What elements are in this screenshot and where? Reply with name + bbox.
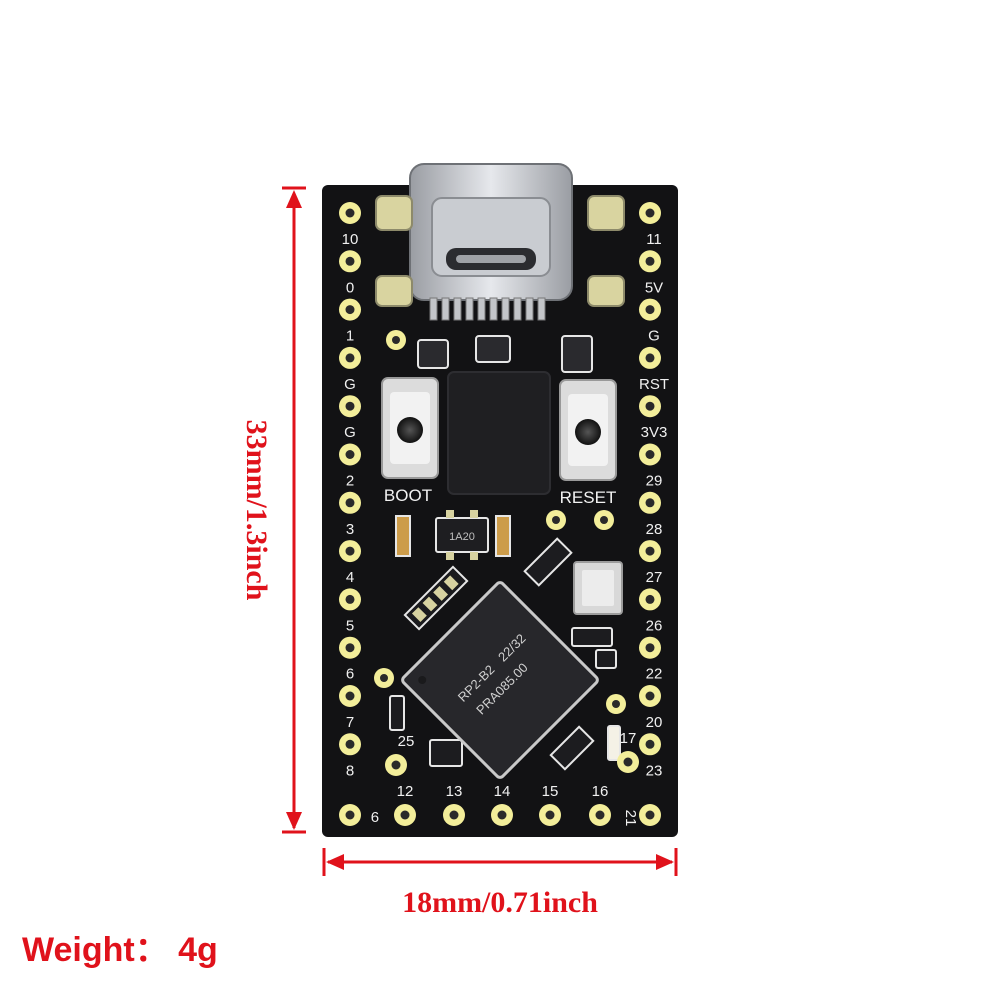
- usb-c-connector: [375, 163, 625, 321]
- pin-label: 1: [346, 328, 354, 345]
- pin-label: 26: [646, 617, 663, 634]
- pin-label: 22: [646, 666, 663, 683]
- resistor-array: [403, 565, 469, 631]
- pin-bottom-2: 13: [443, 783, 465, 826]
- pin-label: 12: [397, 783, 414, 800]
- pin-label: G: [344, 376, 356, 393]
- reset-button[interactable]: [559, 379, 617, 481]
- pin-label: G: [648, 328, 660, 345]
- pin-label: 25: [398, 733, 415, 750]
- pin-label: 11: [646, 231, 662, 248]
- pin-label: 0: [346, 279, 354, 296]
- pin-left-7: 4: [339, 540, 361, 586]
- pin-left-3: G: [339, 346, 361, 393]
- pin-label: 5: [346, 617, 354, 634]
- pin-left-12: 9: [339, 804, 379, 826]
- width-dimension-line: [322, 848, 678, 876]
- small-components-top: [417, 335, 593, 373]
- pin-label: 23: [646, 762, 663, 779]
- pin-left-1: 0: [339, 250, 361, 296]
- pin-label: 5V: [645, 279, 663, 296]
- height-dimension-label: 33mm/1.3inch: [240, 419, 273, 601]
- pin-label: 28: [646, 521, 663, 538]
- right-pin-header: 11 5V G RST 3V3 29 28 27 26 22 20 23 21: [622, 202, 669, 826]
- pin-right-8: 26: [639, 588, 662, 634]
- via-holes: [374, 330, 626, 714]
- pin-label: 3V3: [641, 424, 668, 441]
- pin-right-12: 21: [622, 804, 661, 826]
- voltage-regulator: 1A20: [435, 510, 489, 560]
- pin-left-6: 3: [339, 491, 361, 538]
- pin-label: 14: [494, 783, 511, 800]
- pin-label: 13: [446, 783, 463, 800]
- led-indicator: [607, 725, 621, 761]
- pin-bottom-3: 14: [491, 783, 513, 826]
- pin-left-2: 1: [339, 298, 361, 345]
- pin-left-4: G: [339, 395, 361, 441]
- pin-bottom-5: 16: [589, 783, 611, 826]
- pin-label: RST: [639, 376, 669, 393]
- pin-bottom-1: 12: [394, 783, 416, 826]
- pin-bottom-6: 17: [617, 730, 639, 773]
- pin-label: 16: [592, 783, 609, 800]
- pin-right-4: 3V3: [639, 395, 667, 441]
- regulator-marking: 1A20: [449, 531, 475, 543]
- pin-label: 15: [542, 783, 559, 800]
- pin-label: 21: [622, 810, 639, 827]
- pin-right-0: 11: [639, 202, 662, 248]
- bottom-pin-row: 25 12 13 14 15 16 17: [385, 730, 639, 826]
- pin-left-9: 6: [339, 636, 361, 683]
- pin-left-5: 2: [339, 443, 361, 490]
- passive-components: [389, 537, 617, 771]
- pin-label: 8: [346, 762, 354, 779]
- pin-label: 4: [346, 569, 354, 586]
- pin-left-10: 7: [339, 685, 361, 731]
- pin-bottom-0: 25: [385, 733, 414, 776]
- pin-right-6: 28: [639, 491, 663, 538]
- pin-label: 10: [342, 231, 359, 248]
- pin-right-7: 27: [639, 540, 662, 586]
- pin-right-5: 29: [639, 443, 663, 490]
- pin-right-3: RST: [639, 346, 669, 393]
- reset-label: RESET: [560, 488, 617, 507]
- pin-label: 20: [646, 714, 663, 731]
- pin-label: 6: [346, 666, 354, 683]
- weight-label: Weight： 4g: [22, 931, 218, 969]
- crystal-oscillator: [573, 561, 623, 615]
- pin-bottom-4: 15: [539, 783, 561, 826]
- pin-left-11: 8: [339, 733, 361, 779]
- pin-label: 29: [646, 473, 663, 490]
- pin-left-8: 5: [339, 588, 361, 634]
- pin-label: G: [344, 424, 356, 441]
- pin-right-9: 22: [639, 636, 663, 683]
- pin-right-2: G: [639, 298, 661, 345]
- pin-right-11: 23: [639, 733, 662, 779]
- capacitors: [395, 515, 511, 557]
- left-pin-header: 10 0 1G G 2 3 4 5 6 7 8 9: [339, 202, 379, 826]
- pin-label: 9: [371, 808, 379, 825]
- boot-label: BOOT: [384, 486, 432, 505]
- pin-left-0: 10: [339, 202, 361, 248]
- flash-chip: [447, 371, 551, 495]
- pin-label: 27: [646, 569, 663, 586]
- pin-label: 7: [346, 714, 354, 731]
- rp2040-chip: [401, 581, 599, 779]
- pin-right-1: 5V: [639, 250, 663, 296]
- pin-label: 17: [620, 730, 637, 747]
- pin-right-10: 20: [639, 685, 662, 731]
- height-dimension-line: [282, 186, 306, 834]
- pin-label: 2: [346, 473, 354, 490]
- width-dimension-label: 18mm/0.71inch: [402, 886, 598, 919]
- pin-label: 3: [346, 521, 354, 538]
- boot-button[interactable]: [381, 377, 439, 479]
